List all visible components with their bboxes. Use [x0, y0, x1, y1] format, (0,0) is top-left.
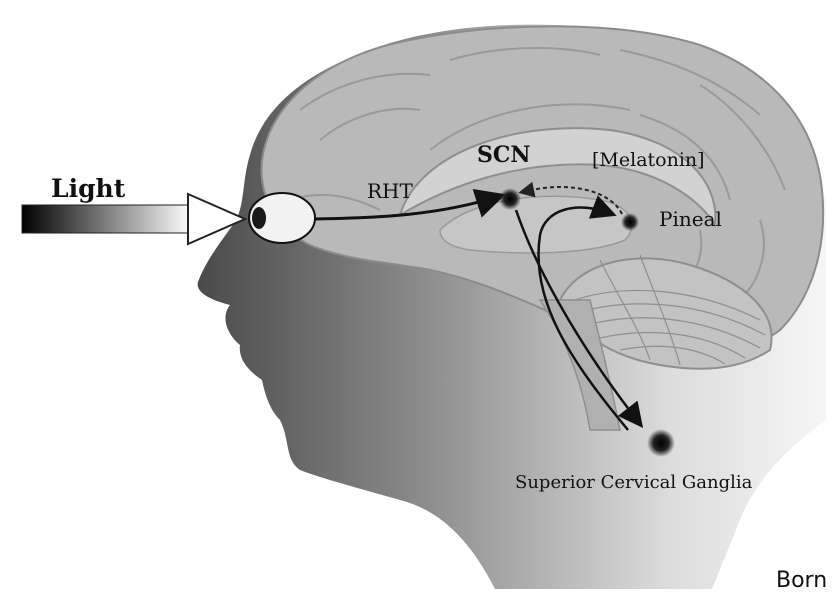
- ganglia-label: Superior Cervical Ganglia: [515, 472, 753, 493]
- pineal-dot: [621, 213, 639, 231]
- scn-dot: [499, 188, 521, 210]
- melatonin-label: [Melatonin]: [592, 149, 705, 171]
- eye-icon: [249, 193, 315, 243]
- pineal-label: Pineal: [659, 207, 722, 231]
- rht-label: RHT: [367, 179, 414, 203]
- scn-label: SCN: [477, 142, 531, 168]
- light-label: Light: [51, 174, 126, 203]
- ganglia-dot: [647, 429, 675, 457]
- cropped-caption-text: Born: [776, 568, 827, 593]
